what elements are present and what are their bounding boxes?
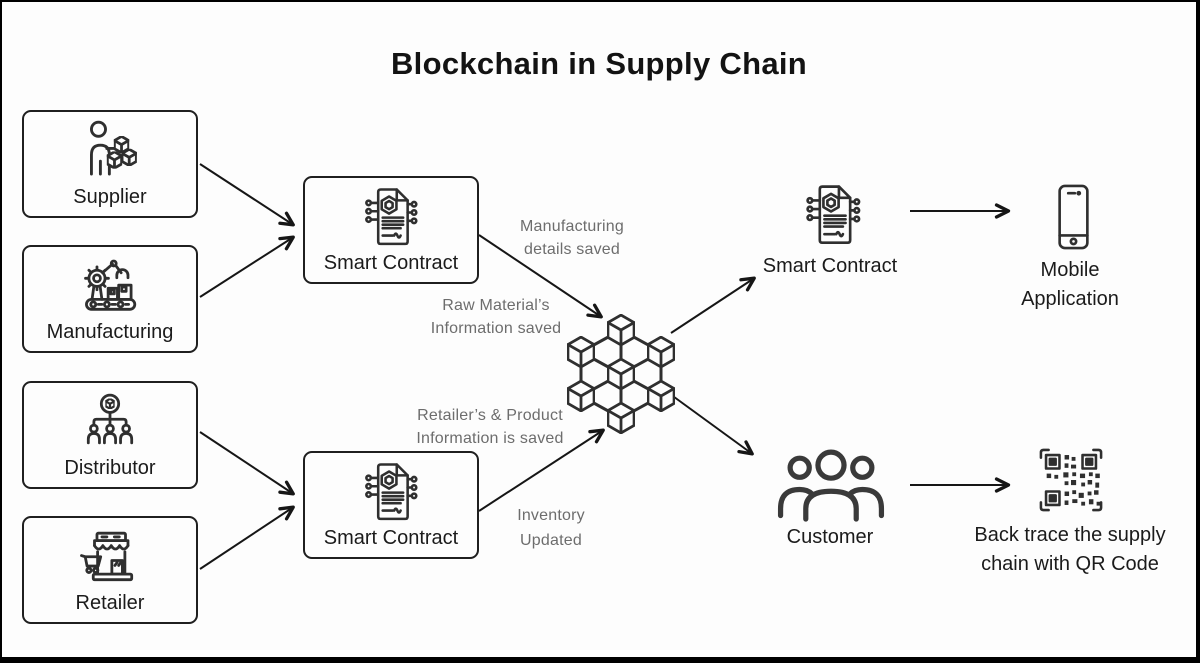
smart-contract-upper-node: Smart Contract: [303, 176, 479, 284]
qr-backtrace-label: Back trace the supply chain with QR Code: [950, 521, 1190, 579]
retailer-icon: [78, 527, 142, 589]
smart-contract-upper-label: Smart Contract: [323, 252, 459, 274]
note-line: details saved: [524, 241, 620, 258]
smartphone-icon: [1052, 184, 1095, 250]
note-line: Information saved: [430, 320, 562, 337]
smart-contract-lower-node: Smart Contract: [303, 451, 479, 559]
arrow-manufacturing-to-smart-contract: [199, 235, 295, 298]
arrow-supplier-to-smart-contract: [199, 163, 295, 227]
qr-backtrace-label-line: chain with QR Code: [981, 553, 1159, 575]
smart-contract-icon: [358, 460, 424, 524]
arrow-blockchain-to-customer: [669, 393, 754, 456]
distributor-node: Distributor: [22, 381, 198, 489]
smart-contract-icon: [358, 185, 424, 249]
manufacturing-label: Manufacturing: [46, 321, 174, 343]
note-inventory: Inventory Updated: [498, 503, 604, 553]
note-line: Manufacturing: [520, 218, 624, 235]
mobile-application-label: Mobile Application: [990, 256, 1150, 314]
smart-contract-icon: [792, 182, 874, 248]
customer-label: Customer: [786, 526, 874, 548]
supplier-label: Supplier: [73, 186, 147, 208]
arrow-distributor-to-smart-contract: [199, 431, 295, 496]
note-line: Updated: [520, 532, 582, 549]
manufacturing-node: Manufacturing: [22, 245, 198, 353]
qr-code-icon: [1039, 448, 1103, 512]
distributor-icon: [79, 392, 141, 454]
note-line: Raw Material’s: [442, 297, 550, 314]
mobile-application-label-line: Application: [1021, 288, 1119, 310]
note-raw-material: Raw Material’s Information saved: [410, 294, 582, 340]
note-manufacturing-details: Manufacturing details saved: [488, 215, 656, 261]
arrow-blockchain-to-smart-contract-right: [670, 276, 756, 334]
note-retailer-product: Retailer’s & Product Information is save…: [398, 404, 582, 450]
arrow-smart-contract-lower-to-blockchain: [478, 428, 605, 512]
retailer-label: Retailer: [75, 592, 145, 614]
smart-contract-lower-label: Smart Contract: [323, 527, 459, 549]
note-line: Retailer’s & Product: [417, 407, 563, 424]
retailer-node: Retailer: [22, 516, 198, 624]
arrow-retailer-to-smart-contract: [199, 505, 295, 570]
supplier-node: Supplier: [22, 110, 198, 218]
note-line: Information is saved: [416, 430, 564, 447]
mobile-application-label-line: Mobile: [1040, 259, 1100, 281]
page-title: Blockchain in Supply Chain: [390, 46, 808, 81]
arrow-smart-contract-upper-to-blockchain: [478, 234, 603, 319]
supplier-icon: [78, 119, 142, 183]
customer-group-icon: [774, 446, 888, 526]
note-line: Inventory: [517, 507, 585, 524]
manufacturing-icon: [77, 256, 143, 318]
qr-backtrace-label-line: Back trace the supply: [974, 524, 1166, 546]
smart-contract-right-label: Smart Contract: [762, 255, 898, 277]
distributor-label: Distributor: [64, 457, 156, 479]
